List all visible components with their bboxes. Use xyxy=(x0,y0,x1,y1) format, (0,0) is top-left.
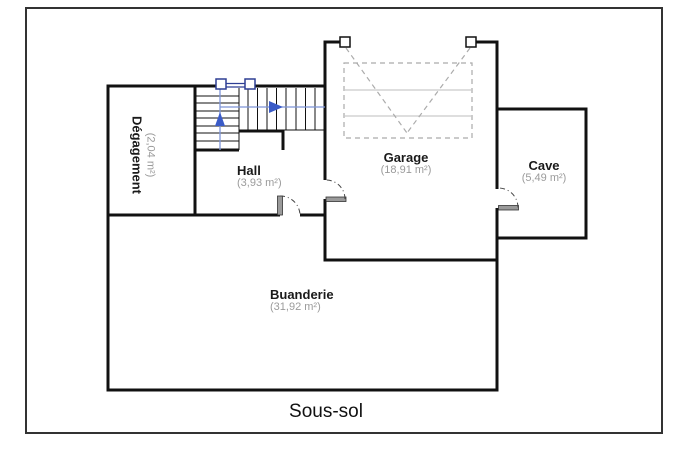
room-area: (2,04 m²) xyxy=(144,132,157,178)
floor-title: Sous-sol xyxy=(289,401,363,422)
room-area: (18,91 m²) xyxy=(380,163,432,176)
room-area: (31,92 m²) xyxy=(270,300,321,313)
door-garage-to-cave xyxy=(498,187,519,211)
door-hall-to-buanderie xyxy=(277,195,301,216)
room-name: Garage xyxy=(383,150,429,165)
room-label-hall: Hall (3,93 m²) xyxy=(237,164,282,189)
room-area: (3,93 m²) xyxy=(237,176,282,189)
garage-door-post xyxy=(339,36,351,48)
newel-post xyxy=(244,78,256,90)
garage-door-symbol xyxy=(339,36,477,139)
room-name: Cave xyxy=(528,158,560,173)
room-label-cave: Cave (5,49 m²) xyxy=(522,159,567,184)
room-label-garage: Garage (18,91 m²) xyxy=(381,151,432,176)
stair-railing xyxy=(215,78,256,90)
room-name: Buanderie xyxy=(270,287,334,302)
walls xyxy=(106,40,588,392)
room-label-degagement: (2,04 m²) Dégagement xyxy=(130,115,157,195)
room-area: (5,49 m²) xyxy=(521,171,567,184)
staircase-treads xyxy=(195,88,325,150)
door-hall-to-garage xyxy=(325,179,347,202)
newel-post xyxy=(215,78,227,90)
stair-direction-path xyxy=(215,88,325,150)
room-name: Dégagement xyxy=(130,115,146,195)
room-label-buanderie: Buanderie (31,92 m²) xyxy=(270,288,334,313)
room-name: Hall xyxy=(237,163,261,178)
stair-arrow-right-icon xyxy=(269,101,283,113)
garage-door-post xyxy=(465,36,477,48)
stair-arrow-up-icon xyxy=(215,112,225,126)
